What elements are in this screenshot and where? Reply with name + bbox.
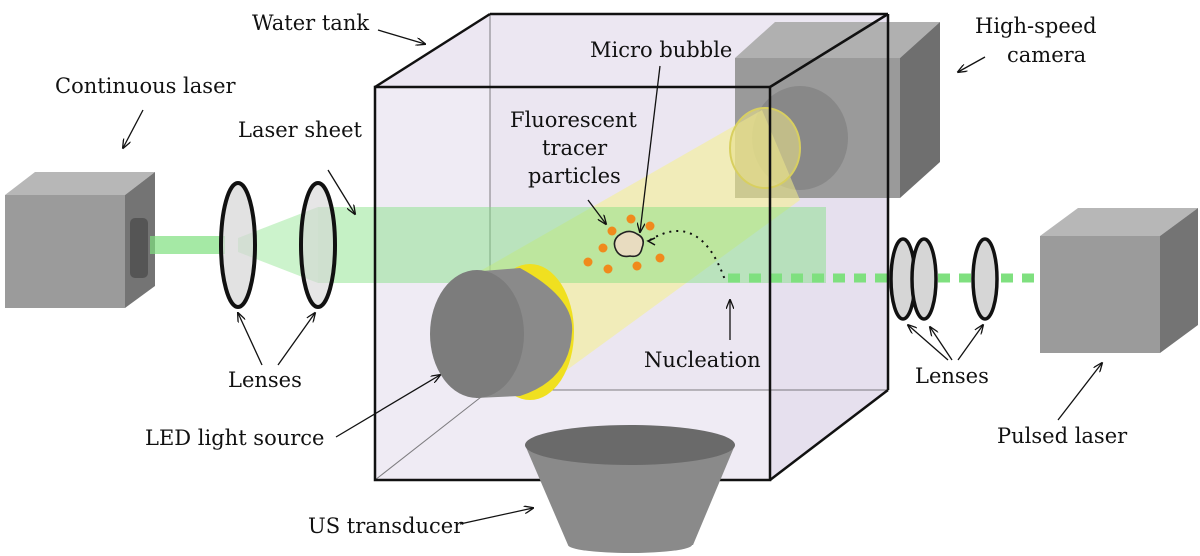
arrow-lens-left-1 — [238, 313, 263, 366]
arrow-pulsed-laser — [1057, 363, 1102, 421]
annotation-arrows — [123, 29, 1102, 525]
label-us-transducer: US transducer — [308, 514, 464, 538]
laser-sheet — [318, 207, 826, 283]
lens-left-1 — [219, 181, 257, 309]
tracer-particles — [583, 214, 665, 274]
arrow-camera — [958, 56, 986, 72]
arrow-led — [335, 375, 440, 438]
lens-left-2 — [299, 181, 337, 309]
lens-right-3 — [971, 237, 999, 321]
label-laser-sheet: Laser sheet — [238, 118, 363, 142]
label-lenses-right: Lenses — [915, 364, 989, 388]
arrow-continuous-laser — [123, 109, 144, 148]
pulsed-laser — [1040, 208, 1198, 353]
arrow-lens-left-2 — [277, 313, 315, 366]
label-camera-line1: High-speed — [975, 14, 1097, 38]
label-lenses-left: Lenses — [228, 368, 302, 392]
laser-aperture — [130, 218, 148, 278]
arrow-micro-bubble — [640, 65, 661, 232]
arrow-lens-right-1 — [908, 325, 949, 361]
continuous-laser — [5, 172, 225, 308]
micro-bubble-icon — [613, 230, 644, 258]
led-light-source — [430, 264, 574, 400]
laser-beam — [150, 236, 225, 254]
label-led-light-source: LED light source — [145, 426, 324, 450]
label-camera-line2: camera — [1007, 43, 1086, 67]
arrow-water-tank — [377, 29, 425, 44]
arrow-particles — [587, 199, 606, 224]
arrow-lens-right-3 — [957, 325, 983, 361]
arrow-laser-sheet — [327, 169, 355, 214]
arrow-us-transducer — [459, 508, 533, 525]
label-water-tank: Water tank — [252, 11, 369, 35]
arrow-lens-right-2 — [930, 327, 953, 361]
label-continuous-laser: Continuous laser — [55, 74, 237, 98]
us-transducer — [525, 425, 735, 553]
camera-lens-glow — [729, 107, 801, 189]
laser-sheet-expansion — [238, 207, 318, 283]
label-pulsed-laser: Pulsed laser — [997, 424, 1128, 448]
lens-right-2 — [910, 237, 938, 321]
